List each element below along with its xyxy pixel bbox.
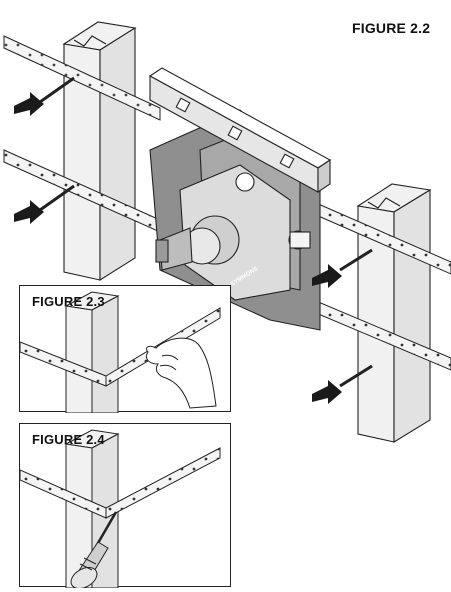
screw-arrow-upper-left [14, 76, 75, 116]
lower-mounting-strap [3, 149, 451, 371]
level-tool-icon [148, 67, 332, 194]
figure-2-3-label: FIGURE 2.3 [32, 294, 105, 309]
inset-2-4-drawing [20, 429, 221, 588]
hand-icon [145, 337, 217, 409]
screw-arrow-right-upper [312, 248, 373, 288]
right-stud [356, 183, 432, 443]
valve-body [155, 164, 311, 301]
left-stud [62, 21, 137, 281]
inset-figure-2-3 [19, 285, 231, 413]
screw-icon [339, 248, 373, 272]
screw-arrow-right-lower [312, 364, 373, 404]
upper-mounting-strap [3, 35, 451, 275]
arrow-right-icon [312, 380, 342, 404]
screw-arrow-mid-left [14, 184, 75, 224]
arrow-right-icon [14, 200, 44, 224]
arrow-right-icon [14, 92, 44, 116]
inset-stud-front [65, 443, 93, 588]
arrow-right-icon [312, 264, 342, 288]
figure-2-2-label: FIGURE 2.2 [352, 20, 431, 36]
inset-figure-2-4 [19, 423, 231, 588]
figure-2-4-label: FIGURE 2.4 [32, 432, 105, 447]
inset-stud-front [65, 305, 93, 413]
inset-2-3-drawing [20, 291, 221, 413]
inset-stud-side [91, 295, 119, 413]
screw-icon [339, 364, 373, 388]
screwdriver-icon [70, 511, 118, 588]
screw-icon [39, 184, 75, 212]
screw-icon [39, 76, 75, 104]
